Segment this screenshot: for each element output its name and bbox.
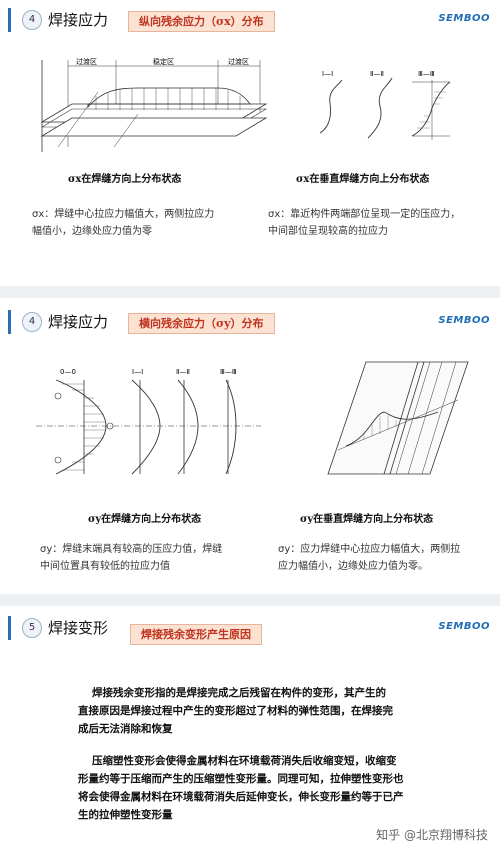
left-note-line-2: 中间位置具有较低的拉应力值 — [40, 561, 170, 572]
right-figure-caption: σy在垂直焊缝方向上分布状态 — [300, 514, 434, 525]
section-number: 4 — [22, 312, 42, 332]
paragraph-1-line-1: 焊接残余变形指的是焊接完成之后残留在构件的变形，其产生的 — [92, 687, 386, 699]
section-label-0: 0—0 — [60, 368, 76, 376]
section-separator — [0, 286, 500, 298]
transverse-stress-plate-diagram — [327, 361, 469, 475]
paragraph-2: 压缩塑性变形会使得金属材料在环境载荷消失后收缩变短，收缩变 形量约等于压缩而产生… — [78, 752, 428, 824]
section-label-1: Ⅰ—Ⅰ — [322, 70, 333, 78]
paragraph-2-line-2: 形量约等于压缩而产生的压缩塑性变形量。同理可知，拉伸塑性变形也 — [78, 773, 404, 785]
paragraph-2-line-4: 生的拉伸塑性变形量 — [78, 809, 173, 821]
brand-logo: SEMBOO — [438, 13, 490, 24]
section-title: 焊接应力 — [48, 313, 109, 331]
transverse-stress-section-diagram: 0—0 Ⅰ—Ⅰ Ⅱ—Ⅱ Ⅲ—Ⅲ — [36, 368, 261, 475]
right-figure-caption: σx在垂直焊缝方向上分布状态 — [296, 174, 430, 185]
zone-label-mid: 稳定区 — [153, 57, 174, 66]
section-label-3: Ⅲ—Ⅲ — [418, 70, 435, 78]
paragraph-1: 焊接残余变形指的是焊接完成之后残留在构件的变形，其产生的 直接原因是焊接过程中产… — [78, 684, 428, 738]
watermark: 知乎 @北京翔博科技 — [376, 828, 488, 842]
section-label-2: Ⅱ—Ⅱ — [176, 368, 190, 376]
topic-label: 焊接残余变形产生原因 — [130, 624, 262, 645]
section-label-3: Ⅲ—Ⅲ — [220, 368, 237, 376]
section-title: 焊接变形 — [48, 619, 109, 637]
longitudinal-stress-plate-diagram: 过渡区 稳定区 过渡区 — [40, 57, 268, 152]
section-welding-deformation: 5 焊接变形 焊接残余变形产生原因 SEMBOO 焊接残余变形指的是焊接完成之后… — [0, 606, 500, 855]
zone-label-left: 过渡区 — [76, 57, 97, 66]
left-note-line-1: σx：焊缝中心拉应力幅值大，两侧拉应力 — [32, 209, 215, 220]
left-figure-caption: σx在焊缝方向上分布状态 — [68, 174, 182, 185]
section-label-1: Ⅰ—Ⅰ — [132, 368, 143, 376]
transverse-section-stress-diagram: Ⅰ—Ⅰ Ⅱ—Ⅱ Ⅲ—Ⅲ — [319, 70, 451, 140]
paragraph-2-line-3: 将会使得金属材料在环境载荷消失后延伸变长，伸长变形量约等于已产 — [78, 791, 404, 803]
section-longitudinal-stress: 4 焊接应力 纵向残余应力（σx）分布 SEMBOO 过渡区 稳定区 过渡区 — [0, 0, 500, 284]
left-figure-caption: σy在焊缝方向上分布状态 — [88, 514, 202, 525]
section-header: 4 焊接应力 横向残余应力（σy）分布 SEMBOO — [0, 304, 500, 340]
section-header: 4 焊接应力 纵向残余应力（σx）分布 SEMBOO — [0, 2, 500, 38]
header-accent — [8, 310, 11, 334]
section-number: 4 — [22, 10, 42, 30]
right-note: σy：应力焊缝中心拉应力幅值大，两侧拉 应力幅值小，边缘处应力值为零。 — [278, 541, 493, 575]
header-accent — [8, 8, 11, 32]
section-label-2: Ⅱ—Ⅱ — [370, 70, 384, 78]
section-separator — [0, 594, 500, 606]
left-note-line-1: σy：焊缝末端具有较高的压应力值，焊缝 — [40, 544, 223, 555]
brand-logo: SEMBOO — [438, 621, 490, 632]
right-note-line-2: 应力幅值小，边缘处应力值为零。 — [278, 561, 428, 572]
right-note-line-1: σx：靠近构件两端部位呈现一定的压应力， — [268, 209, 461, 220]
section-number: 5 — [22, 618, 42, 638]
right-note-line-2: 中间部位呈现较高的拉应力 — [268, 226, 388, 237]
left-note-line-2: 幅值小，边缘处应力值为零 — [32, 226, 152, 237]
right-note-line-1: σy：应力焊缝中心拉应力幅值大，两侧拉 — [278, 544, 461, 555]
header-accent — [8, 616, 11, 640]
brand-logo: SEMBOO — [438, 315, 490, 326]
paragraph-2-line-1: 压缩塑性变形会使得金属材料在环境载荷消失后收缩变短，收缩变 — [92, 755, 397, 767]
left-note: σx：焊缝中心拉应力幅值大，两侧拉应力 幅值小，边缘处应力值为零 — [32, 206, 242, 240]
topic-label: 纵向残余应力（σx）分布 — [128, 11, 275, 32]
section-header: 5 焊接变形 焊接残余变形产生原因 SEMBOO — [0, 610, 500, 646]
left-note: σy：焊缝末端具有较高的压应力值，焊缝 中间位置具有较低的拉应力值 — [40, 541, 250, 575]
right-note: σx：靠近构件两端部位呈现一定的压应力， 中间部位呈现较高的拉应力 — [268, 206, 493, 240]
section-title: 焊接应力 — [48, 11, 109, 29]
paragraph-1-line-3: 成后无法消除和恢复 — [78, 723, 173, 735]
section-transverse-stress: 4 焊接应力 横向残余应力（σy）分布 SEMBOO 0—0 Ⅰ—Ⅰ Ⅱ—Ⅱ Ⅲ… — [0, 300, 500, 592]
topic-label: 横向残余应力（σy）分布 — [128, 313, 275, 334]
paragraph-1-line-2: 直接原因是焊接过程中产生的变形超过了材料的弹性范围，在焊接完 — [78, 705, 393, 717]
zone-label-right: 过渡区 — [228, 57, 249, 66]
